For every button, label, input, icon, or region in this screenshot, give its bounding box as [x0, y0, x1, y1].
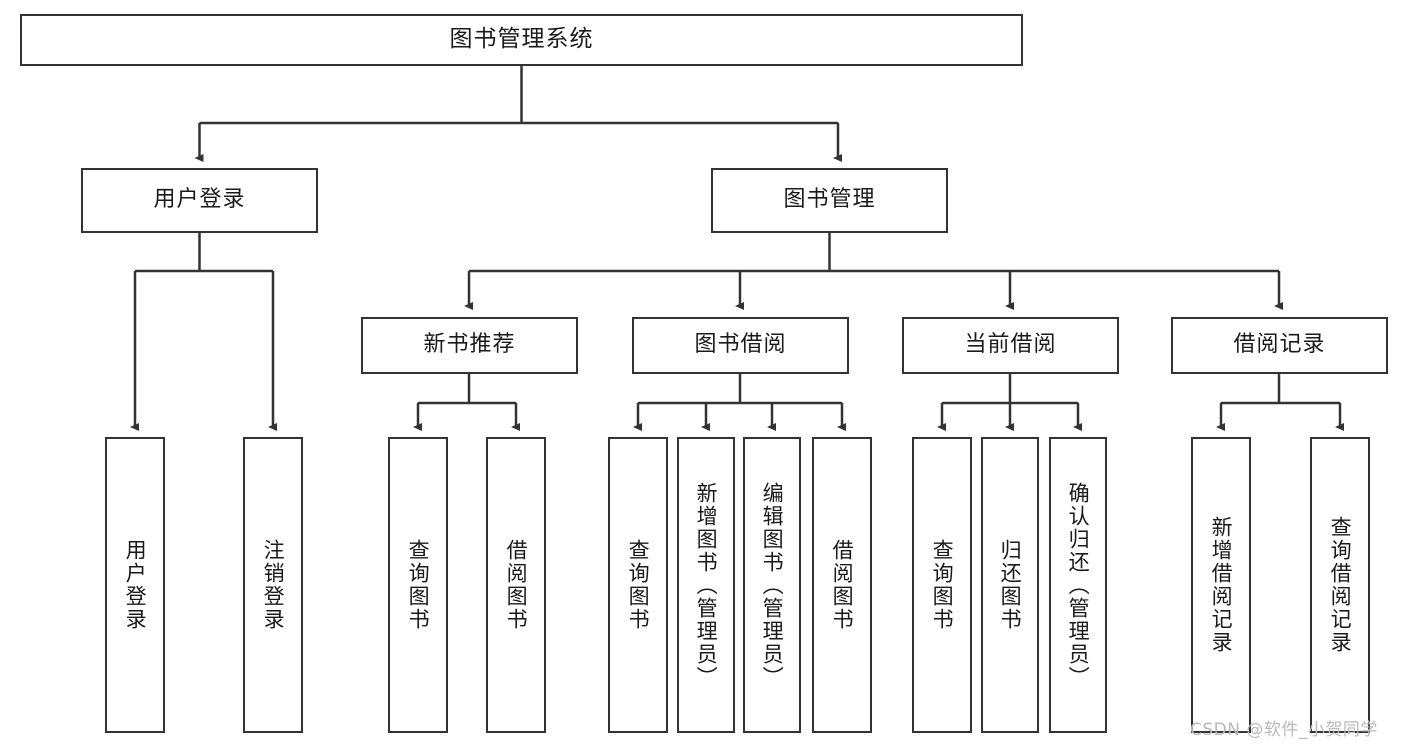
- leaf-label: 新增图书（管理员）: [694, 481, 719, 689]
- leaf-user-login[interactable]: 用户登录: [105, 437, 165, 733]
- leaf-label: 归还图书: [998, 539, 1023, 631]
- leaf-current-return-book[interactable]: 归还图书: [981, 437, 1039, 733]
- leaf-recommend-query-book[interactable]: 查询图书: [388, 437, 448, 733]
- node-book-borrow[interactable]: 图书借阅: [632, 317, 849, 374]
- leaf-borrow-add-book-admin[interactable]: 新增图书（管理员）: [677, 437, 735, 733]
- leaf-current-confirm-return-admin[interactable]: 确认归还（管理员）: [1049, 437, 1107, 733]
- node-new-book-recommend[interactable]: 新书推荐: [361, 317, 578, 374]
- leaf-label: 借阅图书: [830, 539, 855, 631]
- leaf-logout[interactable]: 注销登录: [243, 437, 303, 733]
- node-user-login[interactable]: 用户登录: [81, 168, 318, 233]
- leaf-borrow-query-book[interactable]: 查询图书: [608, 437, 668, 733]
- leaf-label: 编辑图书（管理员）: [760, 481, 785, 689]
- leaf-label: 注销登录: [261, 539, 286, 631]
- leaf-label: 查询借阅记录: [1328, 516, 1353, 654]
- leaf-record-add-record[interactable]: 新增借阅记录: [1191, 437, 1251, 733]
- leaf-recommend-borrow-book[interactable]: 借阅图书: [486, 437, 546, 733]
- leaf-label: 新增借阅记录: [1209, 516, 1234, 654]
- node-root-system[interactable]: 图书管理系统: [20, 14, 1023, 66]
- leaf-label: 确认归还（管理员）: [1066, 481, 1091, 689]
- leaf-record-query-record[interactable]: 查询借阅记录: [1310, 437, 1370, 733]
- node-book-management[interactable]: 图书管理: [711, 168, 948, 233]
- leaf-label: 查询图书: [626, 539, 651, 631]
- node-borrow-record[interactable]: 借阅记录: [1171, 317, 1388, 374]
- leaf-current-query-book[interactable]: 查询图书: [912, 437, 972, 733]
- leaf-label: 查询图书: [930, 539, 955, 631]
- leaf-borrow-edit-book-admin[interactable]: 编辑图书（管理员）: [743, 437, 801, 733]
- leaf-label: 借阅图书: [504, 539, 529, 631]
- leaf-label: 用户登录: [123, 539, 148, 631]
- leaf-label: 查询图书: [406, 539, 431, 631]
- node-current-borrow[interactable]: 当前借阅: [902, 317, 1119, 374]
- leaf-borrow-borrow-book[interactable]: 借阅图书: [812, 437, 872, 733]
